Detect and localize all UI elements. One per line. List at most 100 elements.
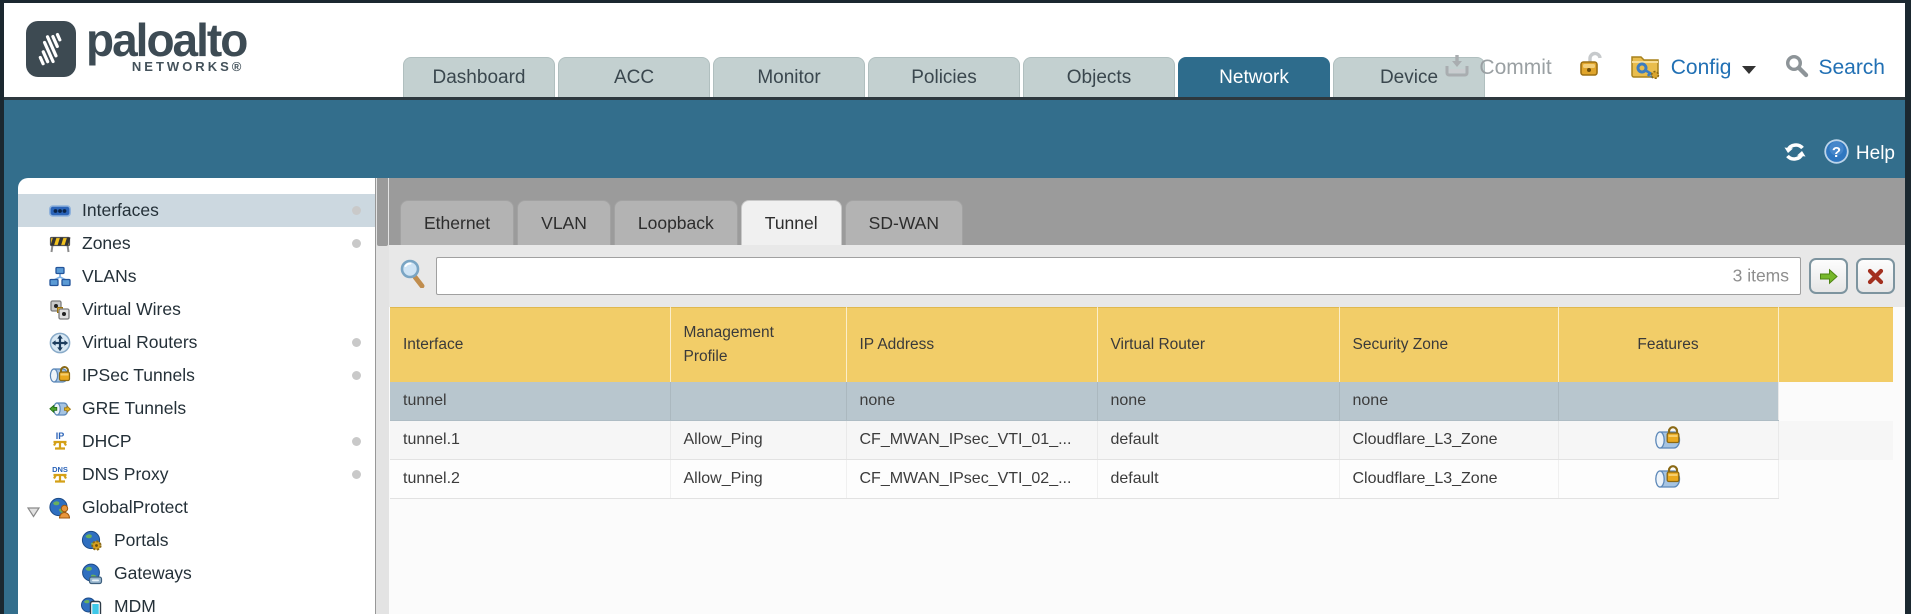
interface-link[interactable]: tunnel.2: [390, 459, 671, 499]
sidebar-item-label: Virtual Wires: [82, 299, 181, 319]
subtab-sdwan[interactable]: SD-WAN: [844, 200, 963, 245]
tab-network[interactable]: Network: [1178, 57, 1330, 97]
svg-text:?: ?: [1832, 144, 1841, 161]
items-count-label: 3 items: [1732, 265, 1789, 286]
col-ip-address[interactable]: IP Address: [846, 307, 1098, 382]
sidebar-item-label: Virtual Routers: [82, 332, 198, 352]
table-row-tunnel-2[interactable]: tunnel.2 Allow_Ping CF_MWAN_IPsec_VTI_02…: [390, 459, 1893, 499]
sidebar-item-mdm[interactable]: MDM: [18, 590, 375, 614]
virtual-wires-icon: [49, 299, 71, 321]
subtab-ethernet[interactable]: Ethernet: [400, 200, 515, 245]
col-interface[interactable]: Interface: [390, 307, 671, 382]
interfaces-main-panel: Ethernet VLAN Loopback Tunnel SD-WAN 3 i…: [389, 178, 1905, 614]
sidebar-item-zones[interactable]: Zones: [18, 227, 375, 260]
subtab-loopback[interactable]: Loopback: [613, 200, 738, 245]
col-features[interactable]: Features: [1558, 307, 1779, 382]
sidebar-item-dot: [352, 470, 361, 479]
search-button[interactable]: Search: [1818, 56, 1885, 79]
svg-text:DNS: DNS: [52, 465, 68, 474]
sidebar-item-label: IPSec Tunnels: [82, 365, 195, 385]
security-zone-cell: Cloudflare_L3_Zone: [1339, 420, 1559, 460]
security-zone-cell: none: [1339, 381, 1559, 421]
sidebar-item-label: Portals: [114, 530, 169, 550]
filter-search-icon: [399, 259, 426, 293]
tab-objects[interactable]: Objects: [1023, 57, 1175, 97]
sidebar-item-label: DNS Proxy: [82, 464, 169, 484]
sidebar-scrollbar[interactable]: [375, 178, 389, 614]
interface-link[interactable]: tunnel.1: [390, 420, 671, 460]
tab-policies[interactable]: Policies: [868, 57, 1020, 97]
config-menu-button[interactable]: Config: [1670, 56, 1732, 79]
apply-filter-button[interactable]: [1809, 258, 1848, 294]
sidebar-item-label: VLANs: [82, 266, 137, 286]
subtab-vlan[interactable]: VLAN: [517, 200, 611, 245]
brand-subtitle: NETWORKS®: [131, 58, 245, 74]
sidebar-item-label: Zones: [82, 233, 131, 253]
col-virtual-router[interactable]: Virtual Router: [1097, 307, 1340, 382]
vlans-icon: [49, 266, 71, 288]
help-button[interactable]: Help: [1855, 143, 1895, 164]
features-cell: [1558, 459, 1779, 499]
sidebar-item-vlans[interactable]: VLANs: [18, 260, 375, 293]
ip-address-cell: none: [846, 381, 1098, 421]
header-divider: [4, 97, 1905, 100]
globalprotect-icon: [49, 497, 71, 519]
table-row-tunnel-1[interactable]: tunnel.1 Allow_Ping CF_MWAN_IPsec_VTI_01…: [390, 420, 1893, 460]
config-caret-icon[interactable]: [1742, 66, 1757, 74]
sidebar-item-portals[interactable]: Portals: [18, 524, 375, 557]
commit-icon[interactable]: [1444, 52, 1470, 84]
sidebar-item-ipsec-tunnels[interactable]: IPSec Tunnels: [18, 359, 375, 392]
sidebar-item-globalprotect[interactable]: GlobalProtect: [18, 491, 375, 524]
features-cell: [1558, 381, 1779, 421]
management-profile-cell: [670, 381, 847, 421]
paloalto-logo: paloalto NETWORKS®: [26, 15, 248, 77]
security-zone-cell: Cloudflare_L3_Zone: [1339, 459, 1559, 499]
sidebar-scrollbar-thumb[interactable]: [377, 178, 388, 246]
tunnel-table-area: Interface Management Profile IP Address …: [389, 307, 1905, 614]
management-profile-cell: Allow_Ping: [670, 420, 847, 460]
interfaces-icon: [49, 200, 71, 222]
sidebar-item-virtual-routers[interactable]: Virtual Routers: [18, 326, 375, 359]
header-utility-bar: Commit Config: [1444, 51, 1885, 85]
tunnel-lock-icon: [1654, 426, 1680, 449]
zones-icon: [49, 233, 71, 255]
interface-link[interactable]: tunnel: [390, 381, 671, 421]
main-nav-tabs: Dashboard ACC Monitor Policies Objects N…: [403, 57, 1485, 97]
tab-acc[interactable]: ACC: [558, 57, 710, 97]
expander-triangle-icon[interactable]: [26, 502, 41, 523]
sidebar-item-gre-tunnels[interactable]: GRE Tunnels: [18, 392, 375, 425]
col-management-profile[interactable]: Management Profile: [670, 307, 847, 382]
sidebar-item-label: GlobalProtect: [82, 497, 189, 517]
paloalto-logo-icon: [26, 21, 76, 77]
clear-filter-button[interactable]: [1856, 258, 1895, 294]
sidebar-item-label: MDM: [114, 596, 156, 614]
filter-input[interactable]: [436, 257, 1801, 295]
help-icon[interactable]: ?: [1823, 138, 1850, 170]
tab-monitor[interactable]: Monitor: [713, 57, 865, 97]
virtual-routers-icon: [49, 332, 71, 354]
refresh-icon[interactable]: [1781, 139, 1809, 170]
table-row-tunnel[interactable]: tunnel none none none: [390, 381, 1893, 421]
virtual-router-cell: default: [1097, 459, 1340, 499]
content-area: Interfaces Zones: [4, 178, 1905, 614]
svg-text:IP: IP: [56, 431, 65, 441]
unlock-icon[interactable]: [1578, 51, 1604, 85]
sidebar-item-interfaces[interactable]: Interfaces: [18, 194, 375, 227]
subtab-tunnel[interactable]: Tunnel: [740, 200, 842, 245]
sidebar-item-gateways[interactable]: Gateways: [18, 557, 375, 590]
sidebar-item-dot: [352, 338, 361, 347]
virtual-router-cell: none: [1097, 381, 1340, 421]
sidebar-item-dot: [352, 206, 361, 215]
search-icon[interactable]: [1784, 53, 1809, 84]
network-sidebar: Interfaces Zones: [18, 178, 375, 614]
sidebar-item-dhcp[interactable]: IP DHCP: [18, 425, 375, 458]
commit-button[interactable]: Commit: [1479, 56, 1552, 79]
tab-dashboard[interactable]: Dashboard: [403, 57, 555, 97]
tunnel-interfaces-table: Interface Management Profile IP Address …: [390, 307, 1893, 499]
interface-type-tabs: Ethernet VLAN Loopback Tunnel SD-WAN: [389, 178, 1905, 245]
config-icon[interactable]: [1630, 51, 1662, 85]
sidebar-item-virtual-wires[interactable]: Virtual Wires: [18, 293, 375, 326]
col-security-zone[interactable]: Security Zone: [1339, 307, 1559, 382]
management-profile-cell: Allow_Ping: [670, 459, 847, 499]
sidebar-item-dns-proxy[interactable]: DNS DNS Proxy: [18, 458, 375, 491]
